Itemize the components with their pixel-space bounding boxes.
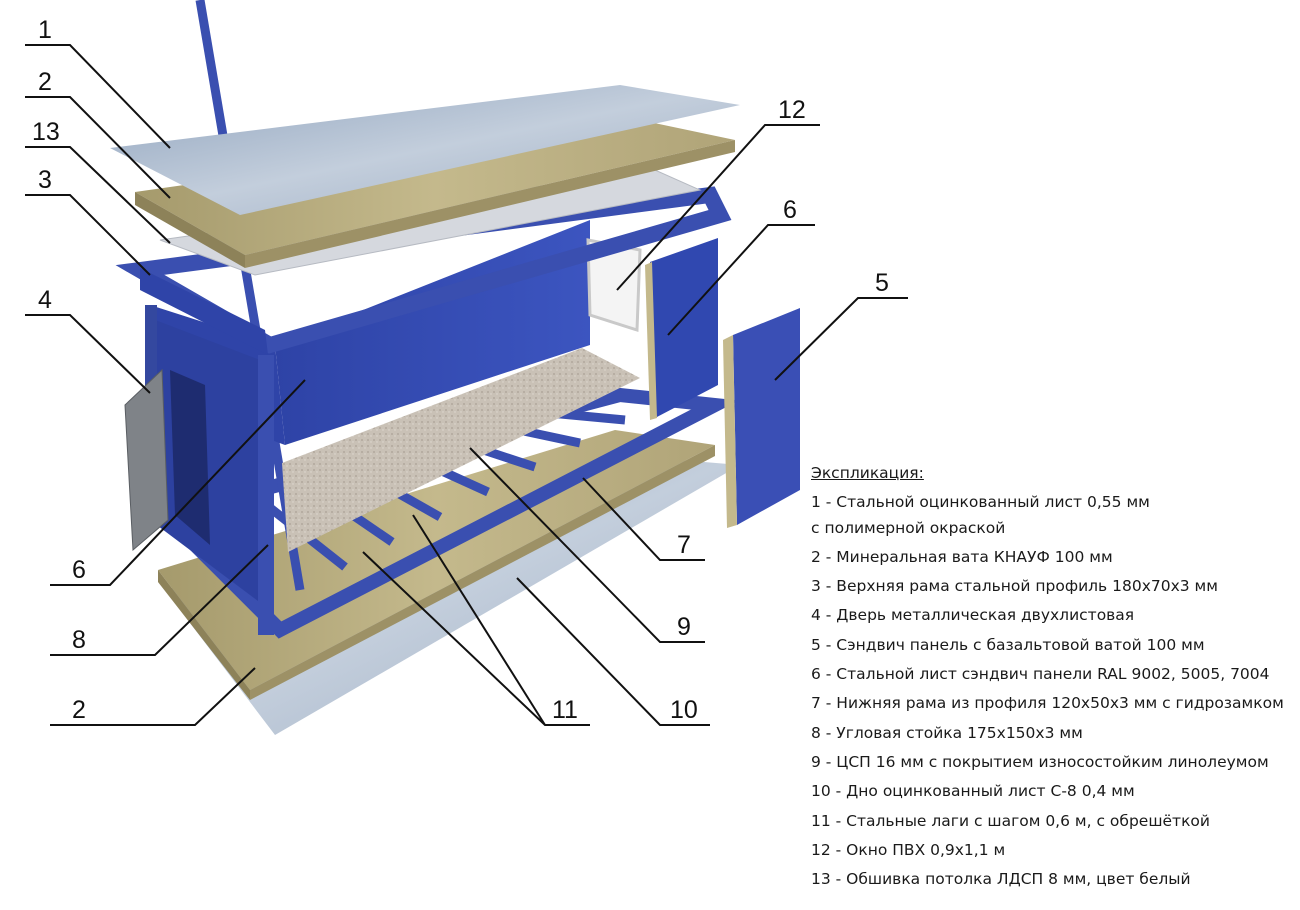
door bbox=[124, 368, 169, 552]
top-mineral-wool bbox=[135, 120, 735, 255]
legend-item: 1 - Стальной оцинкованный лист 0,55 мм bbox=[811, 493, 1150, 512]
floor-board bbox=[282, 348, 640, 552]
callout-6-right: 6 bbox=[783, 196, 797, 224]
legend-item: 9 - ЦСП 16 мм с покрытием износостойким … bbox=[811, 752, 1269, 771]
callout-1: 1 bbox=[38, 16, 52, 44]
legend-item: 7 - Нижняя рама из профиля 120х50х3 мм с… bbox=[811, 694, 1284, 713]
callout-9: 9 bbox=[677, 613, 691, 641]
callout-4: 4 bbox=[38, 286, 52, 314]
callout-6-left: 6 bbox=[72, 556, 86, 584]
legend: Экспликация: 1 - Стальной оцинкованный л… bbox=[811, 459, 1284, 894]
callout-5: 5 bbox=[875, 269, 889, 297]
legend-item: с полимерной окраской bbox=[811, 518, 1006, 537]
callout-2-bottom: 2 bbox=[72, 696, 86, 724]
callout-leaders bbox=[25, 44, 908, 726]
corner-post bbox=[258, 355, 274, 635]
callout-labels: 1 2 13 3 4 12 6 5 6 8 2 11 10 9 7 bbox=[32, 16, 889, 724]
callout-3: 3 bbox=[38, 166, 52, 194]
legend-item: 10 - Дно оцинкованный лист С-8 0,4 мм bbox=[811, 782, 1135, 801]
callout-7: 7 bbox=[677, 531, 691, 559]
callout-12: 12 bbox=[778, 96, 806, 124]
legend-item: 4 - Дверь металлическая двухлистовая bbox=[811, 606, 1135, 625]
sandwich-panel bbox=[733, 308, 800, 525]
legend-title: Экспликация: bbox=[811, 464, 924, 482]
legend-item: 8 - Угловая стойка 175х150х3 мм bbox=[811, 723, 1083, 742]
callout-11: 11 bbox=[552, 696, 578, 724]
callout-10: 10 bbox=[670, 696, 698, 724]
legend-item: 2 - Минеральная вата КНАУФ 100 мм bbox=[811, 547, 1113, 566]
legend-item: 12 - Окно ПВХ 0,9х1,1 м bbox=[811, 840, 1006, 859]
roof-sheet bbox=[110, 85, 740, 215]
callout-2-top: 2 bbox=[38, 68, 52, 96]
legend-item: 11 - Стальные лаги с шагом 0,6 м, с обре… bbox=[811, 811, 1210, 830]
legend-item: 6 - Стальной лист сэндвич панели RAL 900… bbox=[811, 665, 1270, 684]
callout-13: 13 bbox=[32, 118, 60, 146]
legend-item: 5 - Сэндвич панель с базальтовой ватой 1… bbox=[811, 635, 1205, 654]
door-opening bbox=[170, 370, 210, 545]
wall-panel-right bbox=[650, 238, 718, 418]
legend-item: 13 - Обшивка потолка ЛДСП 8 мм, цвет бел… bbox=[811, 870, 1191, 889]
legend-item: 3 - Верхняя рама стальной профиль 180х70… bbox=[811, 577, 1218, 596]
callout-8: 8 bbox=[72, 626, 86, 654]
